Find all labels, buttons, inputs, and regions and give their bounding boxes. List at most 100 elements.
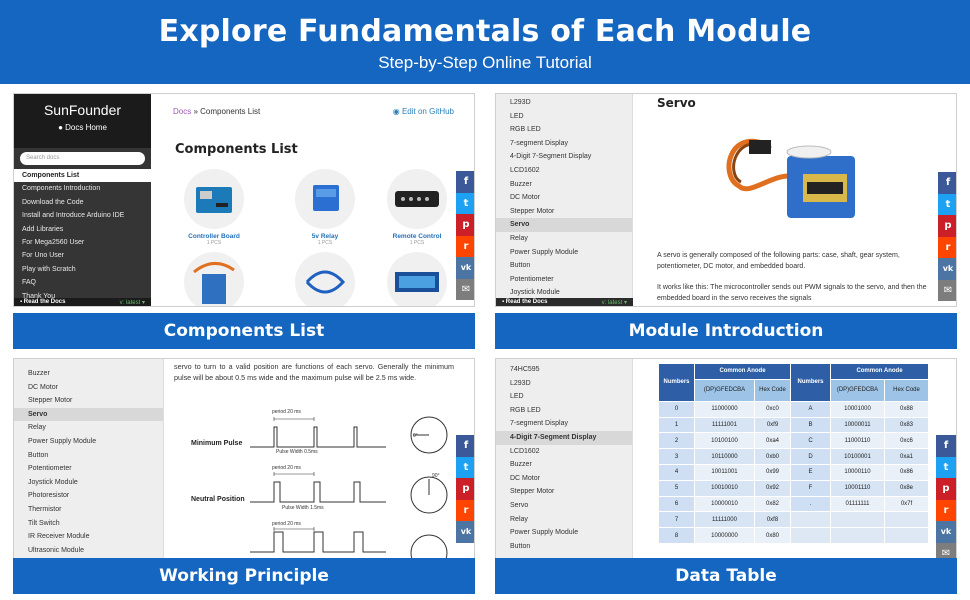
component-servo[interactable] xyxy=(179,252,249,306)
sidebar-item[interactable]: DC Motor xyxy=(510,474,540,482)
sidebar-item[interactable]: L293D xyxy=(510,379,531,387)
pinterest-icon[interactable]: p xyxy=(456,214,474,236)
reddit-icon[interactable]: r xyxy=(456,499,474,521)
breadcrumb-docs[interactable]: Docs xyxy=(173,107,192,116)
sidebar-item[interactable]: LED xyxy=(510,393,524,401)
reddit-icon[interactable]: r xyxy=(938,236,956,258)
sidebar-item[interactable]: Buzzer xyxy=(510,180,532,188)
sunfounder-logo[interactable]: SunFounder xyxy=(43,102,122,118)
sidebar-item[interactable]: LCD1602 xyxy=(510,447,540,455)
pinterest-icon[interactable]: p xyxy=(456,478,474,500)
vk-icon[interactable]: vk xyxy=(456,521,474,543)
sidebar-item[interactable]: For Mega2560 User xyxy=(22,238,85,246)
sidebar-item[interactable]: 74HC595 xyxy=(510,366,540,373)
facebook-icon[interactable]: f xyxy=(938,172,956,194)
sidebar-item[interactable]: LED xyxy=(510,112,524,120)
sidebar-item[interactable]: Relay xyxy=(510,234,528,242)
component-remote-control[interactable]: Remote Control 1 PCS xyxy=(382,169,452,246)
docs-home-link[interactable]: ● Docs Home xyxy=(14,123,151,132)
sidebar-item[interactable]: 7-segment Display xyxy=(510,139,568,147)
table-cell: 0x99 xyxy=(754,463,791,481)
sidebar-item[interactable]: 4-Digit 7-Segment Display xyxy=(510,153,592,161)
edit-on-github-link[interactable]: ◉ Edit on GitHub xyxy=(393,107,454,116)
sidebar-item[interactable]: Servo xyxy=(510,501,529,509)
share-bar: f t p r vk ✉ xyxy=(938,172,956,301)
sidebar-item[interactable]: Stepper Motor xyxy=(510,488,555,496)
search-input[interactable]: Search docs xyxy=(20,152,145,165)
bits-header: (DP)GFEDCBA xyxy=(694,378,755,402)
sidebar-item[interactable]: Button xyxy=(28,451,49,459)
version-selector[interactable]: v: latest ▾ xyxy=(119,300,145,306)
sidebar-item[interactable]: 7-segment Display xyxy=(510,420,568,428)
email-icon[interactable]: ✉ xyxy=(456,278,474,300)
sidebar-item[interactable]: Stepper Motor xyxy=(510,207,555,215)
minimum-pulse-label: Minimum Pulse xyxy=(191,440,243,447)
numbers-header: Numbers xyxy=(658,363,695,402)
sidebar-item[interactable]: L293D xyxy=(510,99,531,106)
sidebar-item[interactable]: Potentiometer xyxy=(28,465,72,473)
vk-icon[interactable]: vk xyxy=(456,257,474,279)
sidebar-item[interactable]: Power Supply Module xyxy=(510,248,579,256)
vk-icon[interactable]: vk xyxy=(936,521,956,543)
twitter-icon[interactable]: t xyxy=(936,456,956,478)
pinterest-icon[interactable]: p xyxy=(936,478,956,500)
sidebar-item[interactable]: Servo xyxy=(496,218,632,232)
sidebar-item[interactable]: Power Supply Module xyxy=(28,437,97,445)
facebook-icon[interactable]: f xyxy=(456,171,474,193)
component-lcd[interactable] xyxy=(382,252,452,306)
sidebar-item[interactable]: Components List xyxy=(14,169,151,183)
sidebar-item[interactable]: Buzzer xyxy=(28,370,50,377)
pinterest-icon[interactable]: p xyxy=(938,215,956,237)
version-selector[interactable]: v: latest ▾ xyxy=(601,300,627,306)
reddit-icon[interactable]: r xyxy=(936,499,956,521)
sidebar-item[interactable]: RGB LED xyxy=(510,126,541,134)
twitter-icon[interactable]: t xyxy=(938,193,956,215)
sidebar-item[interactable]: Servo xyxy=(14,407,163,422)
sidebar-item[interactable]: Photoresistor xyxy=(28,492,70,500)
breadcrumb-sep: » xyxy=(193,107,198,116)
twitter-icon[interactable]: t xyxy=(456,192,474,214)
sidebar-item[interactable]: Joystick Module xyxy=(510,289,560,297)
sidebar-item[interactable]: LCD1602 xyxy=(510,166,540,174)
sidebar-item[interactable]: Relay xyxy=(28,424,46,432)
sidebar-item[interactable]: Buzzer xyxy=(510,461,532,469)
neutral-position-label: Neutral Position xyxy=(191,496,245,503)
read-the-docs-bar[interactable]: v: latest ▾▪ Read the Docs xyxy=(14,298,151,306)
sidebar-item[interactable]: Button xyxy=(510,542,531,550)
component-name: Controller Board xyxy=(188,233,240,240)
sidebar-item[interactable]: For Uno User xyxy=(22,252,65,260)
reddit-icon[interactable]: r xyxy=(456,235,474,257)
sidebar-item[interactable]: Thermistor xyxy=(28,505,62,513)
sidebar-item[interactable]: DC Motor xyxy=(28,383,58,391)
sidebar-item[interactable]: RGB LED xyxy=(510,406,541,414)
facebook-icon[interactable]: f xyxy=(456,435,474,457)
sidebar-item[interactable]: Button xyxy=(510,262,531,270)
read-the-docs-bar[interactable]: v: latest ▾▪ Read the Docs xyxy=(496,298,633,306)
table-cell: 0x83 xyxy=(884,416,929,434)
sidebar-item[interactable]: Potentiometer xyxy=(510,275,554,283)
sidebar-item[interactable]: Thank You xyxy=(22,292,56,300)
sidebar-item[interactable]: Install and Introduce Arduino IDE xyxy=(22,212,125,220)
sidebar-item[interactable]: IR Receiver Module xyxy=(28,533,90,541)
sidebar-item[interactable]: Power Supply Module xyxy=(510,529,579,537)
sidebar-item[interactable]: 4-Digit 7-Segment Display xyxy=(496,430,632,445)
sidebar-item[interactable]: FAQ xyxy=(22,279,37,287)
sidebar-item[interactable]: Tilt Switch xyxy=(28,519,60,527)
email-icon[interactable]: ✉ xyxy=(938,279,956,301)
sidebar-item[interactable]: Relay xyxy=(510,515,528,523)
twitter-icon[interactable]: t xyxy=(456,456,474,478)
sidebar-item[interactable]: Play with Scratch xyxy=(22,265,76,273)
sidebar-item[interactable]: Download the Code xyxy=(22,198,84,206)
facebook-icon[interactable]: f xyxy=(936,435,956,457)
sidebar-item[interactable]: Add Libraries xyxy=(22,225,64,233)
component-relay[interactable]: 5v Relay 1 PCS xyxy=(290,169,360,246)
vk-icon[interactable]: vk xyxy=(938,258,956,280)
sidebar-item[interactable]: Ultrasonic Module xyxy=(28,546,85,554)
sidebar-item[interactable]: Components Introduction xyxy=(22,185,101,193)
sidebar-item[interactable]: Joystick Module xyxy=(28,478,78,486)
component-controller-board[interactable]: Controller Board 1 PCS xyxy=(179,169,249,246)
component-usb-cable[interactable] xyxy=(290,252,360,306)
table-cell: E xyxy=(790,463,831,481)
sidebar-item[interactable]: Stepper Motor xyxy=(28,397,73,405)
sidebar-item[interactable]: DC Motor xyxy=(510,194,540,202)
